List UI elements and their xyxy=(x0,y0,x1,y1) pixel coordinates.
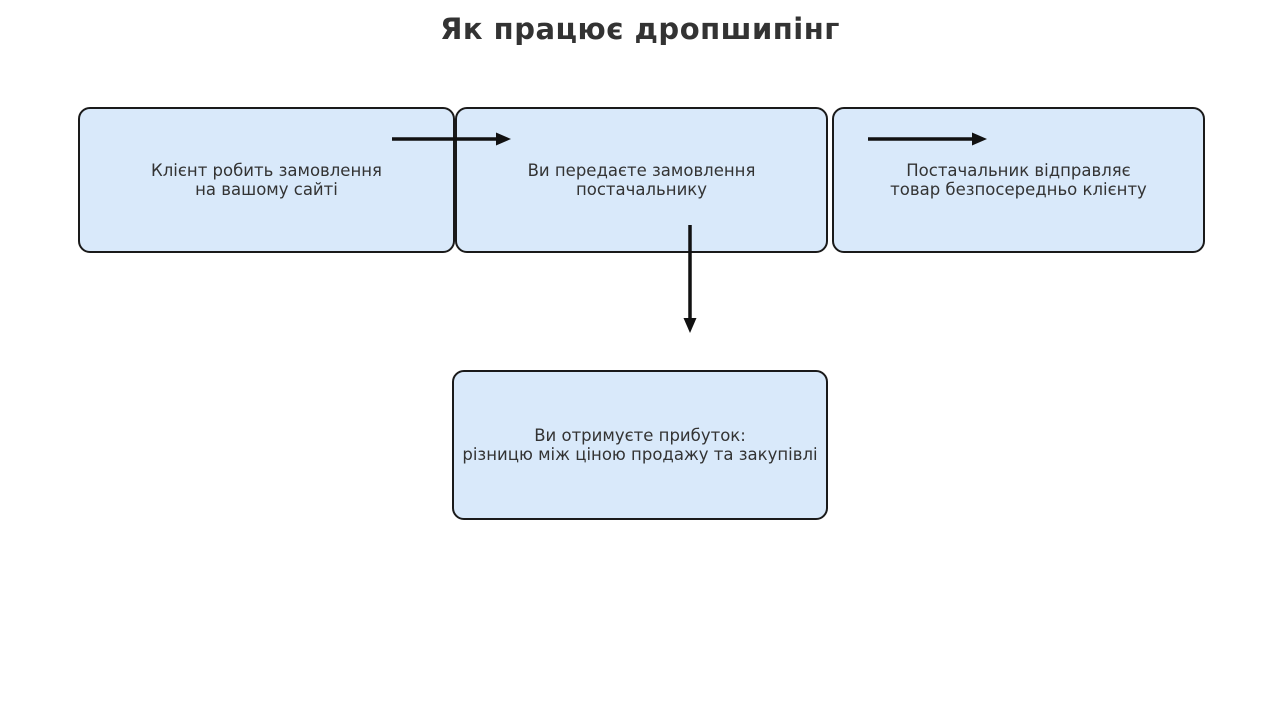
node-label-line: на вашому сайті xyxy=(195,180,338,199)
node-label-line: Постачальник відправляє xyxy=(906,160,1131,180)
node-supplier-ships: Постачальник відправляє товар безпосеред… xyxy=(832,107,1205,253)
node-label-line: Ви отримуєте прибуток: xyxy=(534,425,746,445)
node-label-line: різницю між ціною продажу та закупівлі xyxy=(462,445,818,464)
node-forward-order: Ви передаєте замовлення постачальнику xyxy=(455,107,828,253)
node-profit: Ви отримуєте прибуток: різницю між ціною… xyxy=(452,370,828,520)
node-label-line: товар безпосередньо клієнту xyxy=(890,180,1147,199)
node-label-line: Ви передаєте замовлення xyxy=(527,160,756,180)
page-title: Як працює дропшипінг xyxy=(440,12,840,46)
node-customer-order: Клієнт робить замовлення на вашому сайті xyxy=(78,107,455,253)
node-label-line: Клієнт робить замовлення xyxy=(151,160,382,180)
node-label-line: постачальнику xyxy=(575,180,708,199)
